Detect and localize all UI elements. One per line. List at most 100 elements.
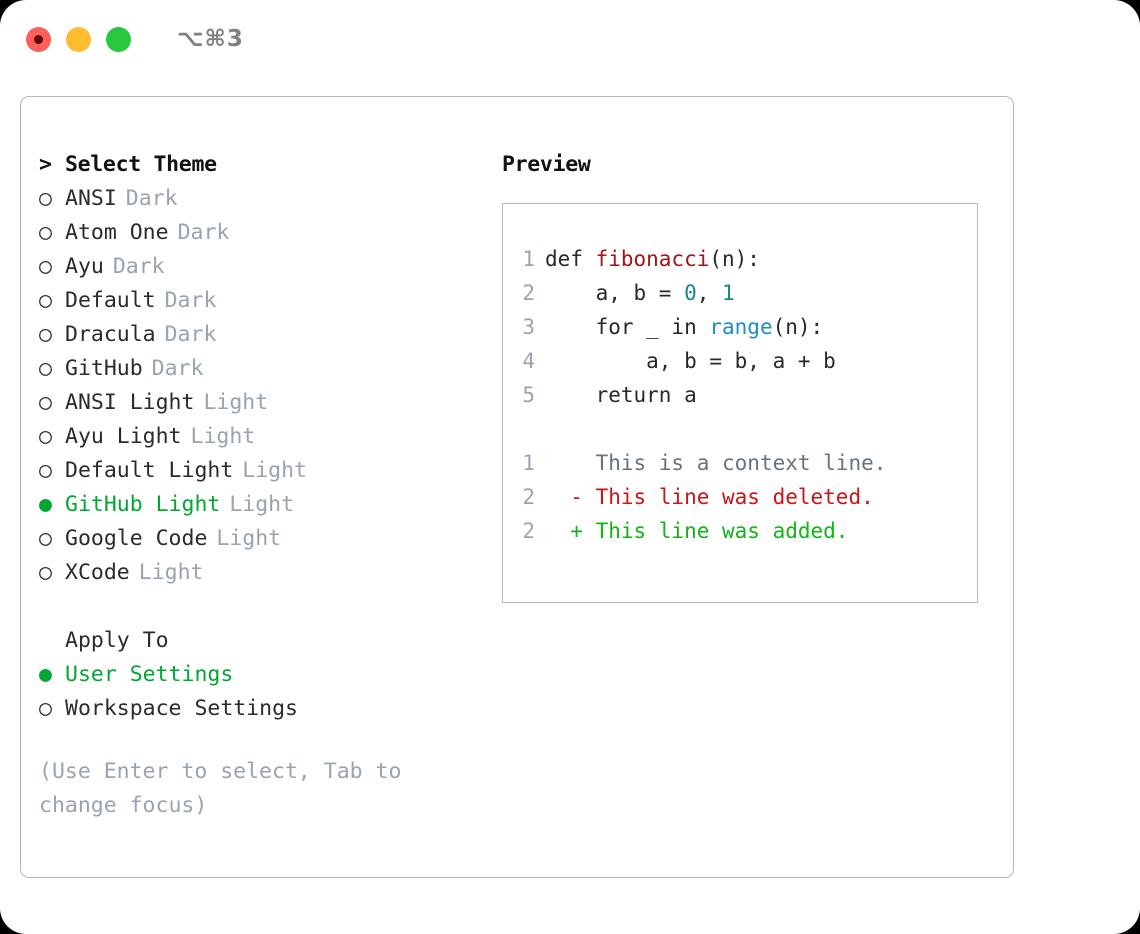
code-token: (n): — [709, 247, 760, 271]
radio-unselected-icon: ○ — [39, 457, 52, 483]
recording-indicator-icon — [34, 34, 43, 44]
theme-variant-badge: Dark — [112, 253, 165, 279]
radio-unselected-icon: ○ — [39, 219, 52, 245]
theme-name-label: Ayu — [65, 253, 104, 279]
code-token: 1 — [722, 281, 735, 305]
radio-unselected-icon: ○ — [39, 525, 52, 551]
theme-variant-badge: Light — [229, 491, 295, 517]
preview-title: Preview — [502, 151, 591, 177]
theme-variant-badge: Dark — [125, 185, 178, 211]
diff-line: 2 + This line was added. — [503, 514, 977, 548]
line-number: 5 — [522, 383, 535, 407]
minimize-button[interactable] — [66, 26, 91, 52]
radio-unselected-icon: ○ — [39, 287, 52, 313]
theme-list-item[interactable]: ○ Ayu Light Light — [39, 419, 499, 453]
code-token: def — [545, 247, 596, 271]
theme-variant-badge: Light — [216, 525, 282, 551]
keyboard-shortcut-label: ⌥⌘3 — [177, 26, 244, 52]
theme-name-label: Dracula — [65, 321, 156, 347]
apply-to-title: Apply To — [65, 627, 169, 653]
radio-unselected-icon: ○ — [39, 423, 52, 449]
code-token: a, b = b, a + b — [545, 349, 836, 373]
keyboard-hint-text: (Use Enter to select, Tab to change focu… — [39, 759, 402, 818]
theme-name-label: XCode — [65, 559, 130, 585]
code-line: 5 return a — [503, 378, 977, 412]
theme-list-item[interactable]: ○ Dracula Dark — [39, 317, 499, 351]
line-number: 2 — [522, 519, 535, 543]
theme-list-item[interactable]: ○ ANSI Light Light — [39, 385, 499, 419]
line-number: 2 — [522, 485, 535, 509]
code-line: 4 a, b = b, a + b — [503, 344, 977, 378]
line-number: 1 — [522, 451, 535, 475]
theme-list-item[interactable]: ○ Google Code Light — [39, 521, 499, 555]
theme-name-label: ANSI Light — [65, 389, 195, 415]
theme-variant-badge: Dark — [177, 219, 230, 245]
code-token: (n): — [772, 315, 824, 339]
code-token: fibonacci — [595, 247, 710, 271]
maximize-button[interactable] — [106, 26, 131, 52]
prompt-caret-icon: > — [39, 151, 52, 177]
theme-name-label: GitHub — [65, 355, 143, 381]
diff-line: 1 This is a context line. — [503, 446, 977, 480]
line-number: 3 — [522, 315, 535, 339]
section-spacer — [39, 589, 499, 623]
theme-name-label: Ayu Light — [65, 423, 182, 449]
radio-unselected-icon: ○ — [39, 185, 52, 211]
theme-name-label: Default — [65, 287, 156, 313]
theme-variant-badge: Light — [203, 389, 269, 415]
code-line: 2 a, b = 0, 1 — [503, 276, 977, 310]
code-token: range — [709, 315, 773, 339]
code-token: return a — [545, 383, 697, 407]
theme-name-label: Atom One — [65, 219, 169, 245]
code-token: for _ in — [545, 315, 710, 339]
radio-unselected-icon: ○ — [39, 355, 52, 381]
theme-variant-badge: Dark — [164, 287, 217, 313]
theme-list-item[interactable]: ○ Atom One Dark — [39, 215, 499, 249]
apply-to-item[interactable]: ○Workspace Settings — [39, 691, 499, 725]
diff-text: This line was deleted. — [595, 485, 874, 509]
theme-variant-badge: Light — [190, 423, 256, 449]
radio-unselected-icon: ○ — [39, 389, 52, 415]
theme-variant-badge: Dark — [164, 321, 217, 347]
theme-list-item[interactable]: ○ Ayu Dark — [39, 249, 499, 283]
code-diff-spacer — [503, 412, 977, 446]
theme-variant-badge: Light — [138, 559, 204, 585]
theme-variant-badge: Dark — [151, 355, 204, 381]
radio-selected-icon: ● — [39, 661, 52, 687]
code-line: 1 def fibonacci(n): — [503, 242, 977, 276]
radio-unselected-icon: ○ — [39, 321, 52, 347]
line-number: 1 — [522, 247, 535, 271]
window-titlebar: ⌥⌘3 — [0, 0, 1140, 78]
code-token: a, b = — [545, 281, 685, 305]
diff-sign — [545, 451, 596, 475]
diff-sign: + — [545, 519, 596, 543]
traffic-lights — [26, 26, 131, 52]
code-line: 3 for _ in range(n): — [503, 310, 977, 344]
radio-selected-icon: ● — [39, 491, 52, 517]
theme-name-label: Default Light — [65, 457, 234, 483]
select-theme-title: Select Theme — [65, 151, 217, 177]
code-token: 0 — [684, 281, 697, 305]
apply-to-list: ●User Settings○Workspace Settings — [39, 657, 499, 725]
line-number: 2 — [522, 281, 535, 305]
theme-list-item[interactable]: ○ Default Dark — [39, 283, 499, 317]
theme-list-item[interactable]: ○ Default Light Light — [39, 453, 499, 487]
radio-unselected-icon: ○ — [39, 253, 52, 279]
close-button[interactable] — [26, 26, 51, 52]
apply-to-item[interactable]: ●User Settings — [39, 657, 499, 691]
code-token: , — [696, 281, 723, 305]
theme-name-label: Google Code — [65, 525, 208, 551]
diff-text: This line was added. — [595, 519, 849, 543]
theme-list-item[interactable]: ○ GitHub Dark — [39, 351, 499, 385]
theme-variant-badge: Light — [242, 457, 308, 483]
